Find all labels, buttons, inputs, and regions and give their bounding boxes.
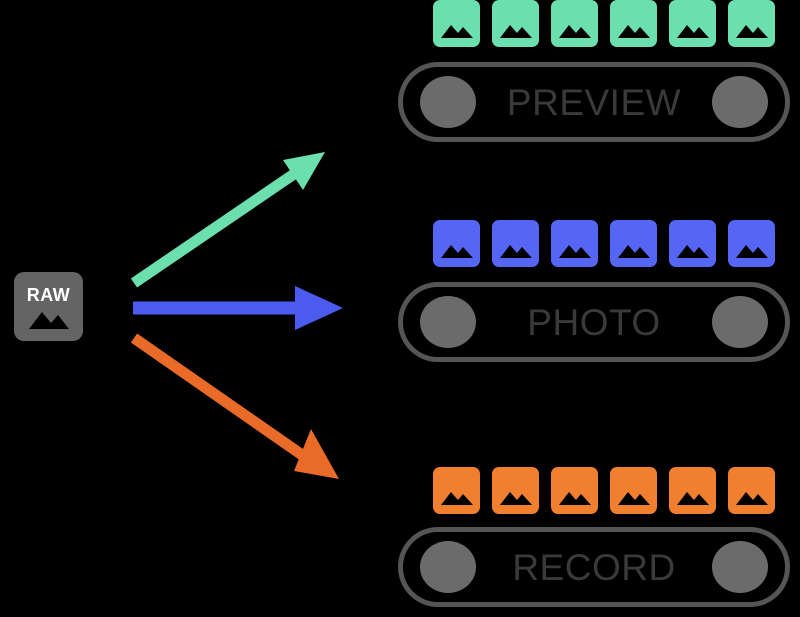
image-mountain-icon — [28, 312, 69, 329]
frame-thumbnail[interactable] — [669, 220, 716, 267]
stream-capsule-preview[interactable]: PREVIEW — [398, 62, 790, 142]
image-mountain-icon — [558, 492, 591, 505]
frame-strip-record — [433, 467, 775, 514]
frame-thumbnail[interactable] — [492, 220, 539, 267]
capsule-knob-right — [712, 541, 768, 593]
stream-label-preview: PREVIEW — [506, 81, 682, 123]
stream-label-record: RECORD — [512, 546, 676, 588]
image-mountain-icon — [617, 245, 650, 258]
capsule-knob-right — [712, 296, 768, 348]
frame-thumbnail[interactable] — [492, 467, 539, 514]
raw-source-label: RAW — [26, 285, 71, 305]
frame-thumbnail[interactable] — [433, 467, 480, 514]
arrow-to-photo-icon — [133, 286, 343, 330]
capsule-knob-left — [420, 76, 476, 128]
capsule-knob-left — [420, 541, 476, 593]
image-mountain-icon — [735, 25, 768, 38]
stream-label-photo: PHOTO — [527, 301, 661, 343]
image-mountain-icon — [558, 245, 591, 258]
frame-thumbnail[interactable] — [610, 0, 657, 47]
frame-thumbnail[interactable] — [433, 0, 480, 47]
image-mountain-icon — [617, 25, 650, 38]
stream-capsule-photo[interactable]: PHOTO — [398, 282, 790, 362]
capsule-knob-left — [420, 296, 476, 348]
frame-strip-photo — [433, 220, 775, 267]
frame-thumbnail[interactable] — [728, 0, 775, 47]
raw-source-badge[interactable]: RAW — [14, 272, 83, 341]
image-mountain-icon — [617, 492, 650, 505]
image-mountain-icon — [735, 245, 768, 258]
frame-thumbnail[interactable] — [728, 220, 775, 267]
arrow-to-record-icon — [130, 333, 339, 479]
image-mountain-icon — [440, 492, 473, 505]
frame-thumbnail[interactable] — [551, 220, 598, 267]
arrow-to-preview-icon — [130, 152, 325, 288]
frame-thumbnail[interactable] — [433, 220, 480, 267]
frame-thumbnail[interactable] — [610, 220, 657, 267]
image-mountain-icon — [676, 245, 709, 258]
image-mountain-icon — [558, 25, 591, 38]
frame-thumbnail[interactable] — [669, 467, 716, 514]
image-mountain-icon — [499, 492, 532, 505]
image-mountain-icon — [440, 25, 473, 38]
capsule-knob-right — [712, 76, 768, 128]
frame-strip-preview — [433, 0, 775, 47]
image-mountain-icon — [440, 245, 473, 258]
frame-thumbnail[interactable] — [728, 467, 775, 514]
image-mountain-icon — [499, 25, 532, 38]
image-mountain-icon — [676, 25, 709, 38]
stream-capsule-record[interactable]: RECORD — [398, 527, 790, 607]
image-mountain-icon — [735, 492, 768, 505]
frame-thumbnail[interactable] — [610, 467, 657, 514]
frame-thumbnail[interactable] — [492, 0, 539, 47]
image-mountain-icon — [676, 492, 709, 505]
frame-thumbnail[interactable] — [669, 0, 716, 47]
frame-thumbnail[interactable] — [551, 0, 598, 47]
frame-thumbnail[interactable] — [551, 467, 598, 514]
image-mountain-icon — [499, 245, 532, 258]
